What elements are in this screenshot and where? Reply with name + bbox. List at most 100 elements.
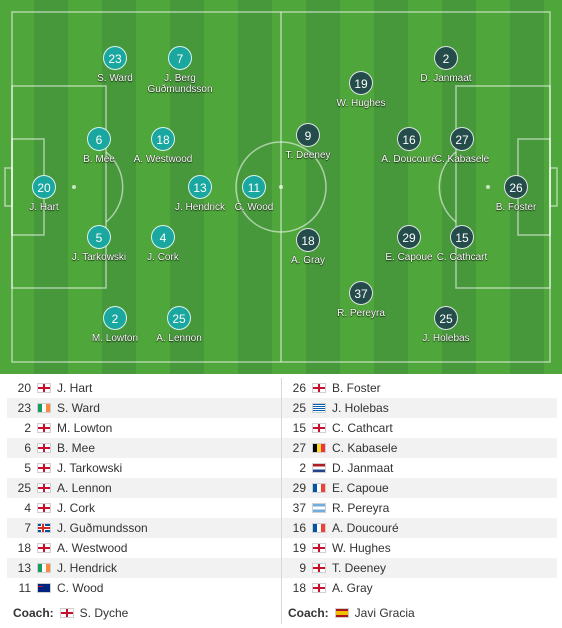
shirt-number: 20 [17, 381, 31, 395]
player-name: J. Hart [29, 202, 59, 213]
lineup-row: 18 A. Gray [282, 578, 557, 598]
arg-flag-icon [312, 503, 326, 513]
isl-flag-icon [37, 523, 51, 533]
home-player-hart[interactable]: 20 J. Hart [0, 175, 94, 213]
shirt-number: 37 [349, 281, 373, 305]
player-link[interactable]: J. Holebas [332, 401, 389, 415]
away-player-cathcart[interactable]: 15 C. Cathcart [412, 225, 512, 263]
lineup-row: 4 J. Cork [7, 498, 282, 518]
player-link[interactable]: T. Deeney [332, 561, 387, 575]
player-link[interactable]: B. Foster [332, 381, 381, 395]
eng-flag-icon [37, 483, 51, 493]
player-link[interactable]: E. Capoue [332, 481, 389, 495]
player-name: J. Hendrick [174, 202, 225, 213]
player-link[interactable]: J. Tarkowski [57, 461, 123, 475]
shirt-number: 26 [504, 175, 528, 199]
player-name: A. Westwood [133, 154, 193, 165]
player-link[interactable]: A. Lennon [57, 481, 112, 495]
lineup-row: 7 J. Guðmundsson [7, 518, 282, 538]
player-link[interactable]: A. Gray [332, 581, 373, 595]
home-coach-name[interactable]: S. Dyche [79, 606, 129, 620]
player-link[interactable]: A. Westwood [57, 541, 128, 555]
shirt-number: 19 [292, 541, 306, 555]
coach-label: Coach: [13, 606, 54, 620]
player-name: R. Pereyra [337, 308, 385, 319]
player-link[interactable]: J. Hart [57, 381, 93, 395]
home-player-mee[interactable]: 6 B. Mee [49, 127, 149, 165]
irl-flag-icon [37, 403, 51, 413]
player-link[interactable]: D. Janmaat [332, 461, 394, 475]
shirt-number: 4 [24, 501, 31, 515]
shirt-number: 25 [292, 401, 306, 415]
player-link[interactable]: J. Hendrick [57, 561, 118, 575]
shirt-number: 26 [292, 381, 306, 395]
player-link[interactable]: J. Guðmundsson [57, 521, 148, 535]
player-link[interactable]: M. Lowton [57, 421, 113, 435]
player-name: T. Deeney [285, 150, 331, 161]
player-link[interactable]: C. Cathcart [332, 421, 393, 435]
shirt-number: 9 [299, 561, 306, 575]
shirt-number: 20 [32, 175, 56, 199]
eng-flag-icon [37, 423, 51, 433]
lineup-row: 2 M. Lowton [7, 418, 282, 438]
away-coach-flag-icon [334, 608, 349, 618]
shirt-number: 18 [292, 581, 306, 595]
shirt-number: 15 [450, 225, 474, 249]
player-link[interactable]: W. Hughes [332, 541, 391, 555]
lineup-row: 19 W. Hughes [282, 538, 557, 558]
shirt-number: 2 [24, 421, 31, 435]
player-link[interactable]: B. Mee [57, 441, 96, 455]
player-name: B. Foster [495, 202, 537, 213]
shirt-number: 6 [87, 127, 111, 151]
shirt-number: 29 [397, 225, 421, 249]
shirt-number: 25 [434, 306, 458, 330]
player-link[interactable]: C. Wood [57, 581, 104, 595]
player-link[interactable]: A. Doucouré [332, 521, 399, 535]
away-player-pereyra[interactable]: 37 R. Pereyra [311, 281, 411, 319]
home-coach-flag-icon [59, 608, 74, 618]
away-player-foster[interactable]: 26 B. Foster [466, 175, 562, 213]
player-link[interactable]: R. Pereyra [332, 501, 390, 515]
shirt-number: 27 [292, 441, 306, 455]
lineup-row: 26 B. Foster [282, 378, 557, 398]
shirt-number: 25 [167, 306, 191, 330]
player-link[interactable]: S. Ward [57, 401, 100, 415]
player-name: B. Mee [83, 154, 115, 165]
shirt-number: 6 [24, 441, 31, 455]
lineup-row: 25 J. Holebas [282, 398, 557, 418]
player-link[interactable]: C. Kabasele [332, 441, 398, 455]
eng-flag-icon [37, 463, 51, 473]
player-name: C. Cathcart [436, 252, 488, 263]
away-coach-name[interactable]: Javi Gracia [354, 606, 415, 620]
player-link[interactable]: J. Cork [57, 501, 96, 515]
shirt-number: 7 [24, 521, 31, 535]
bel-flag-icon [312, 443, 326, 453]
